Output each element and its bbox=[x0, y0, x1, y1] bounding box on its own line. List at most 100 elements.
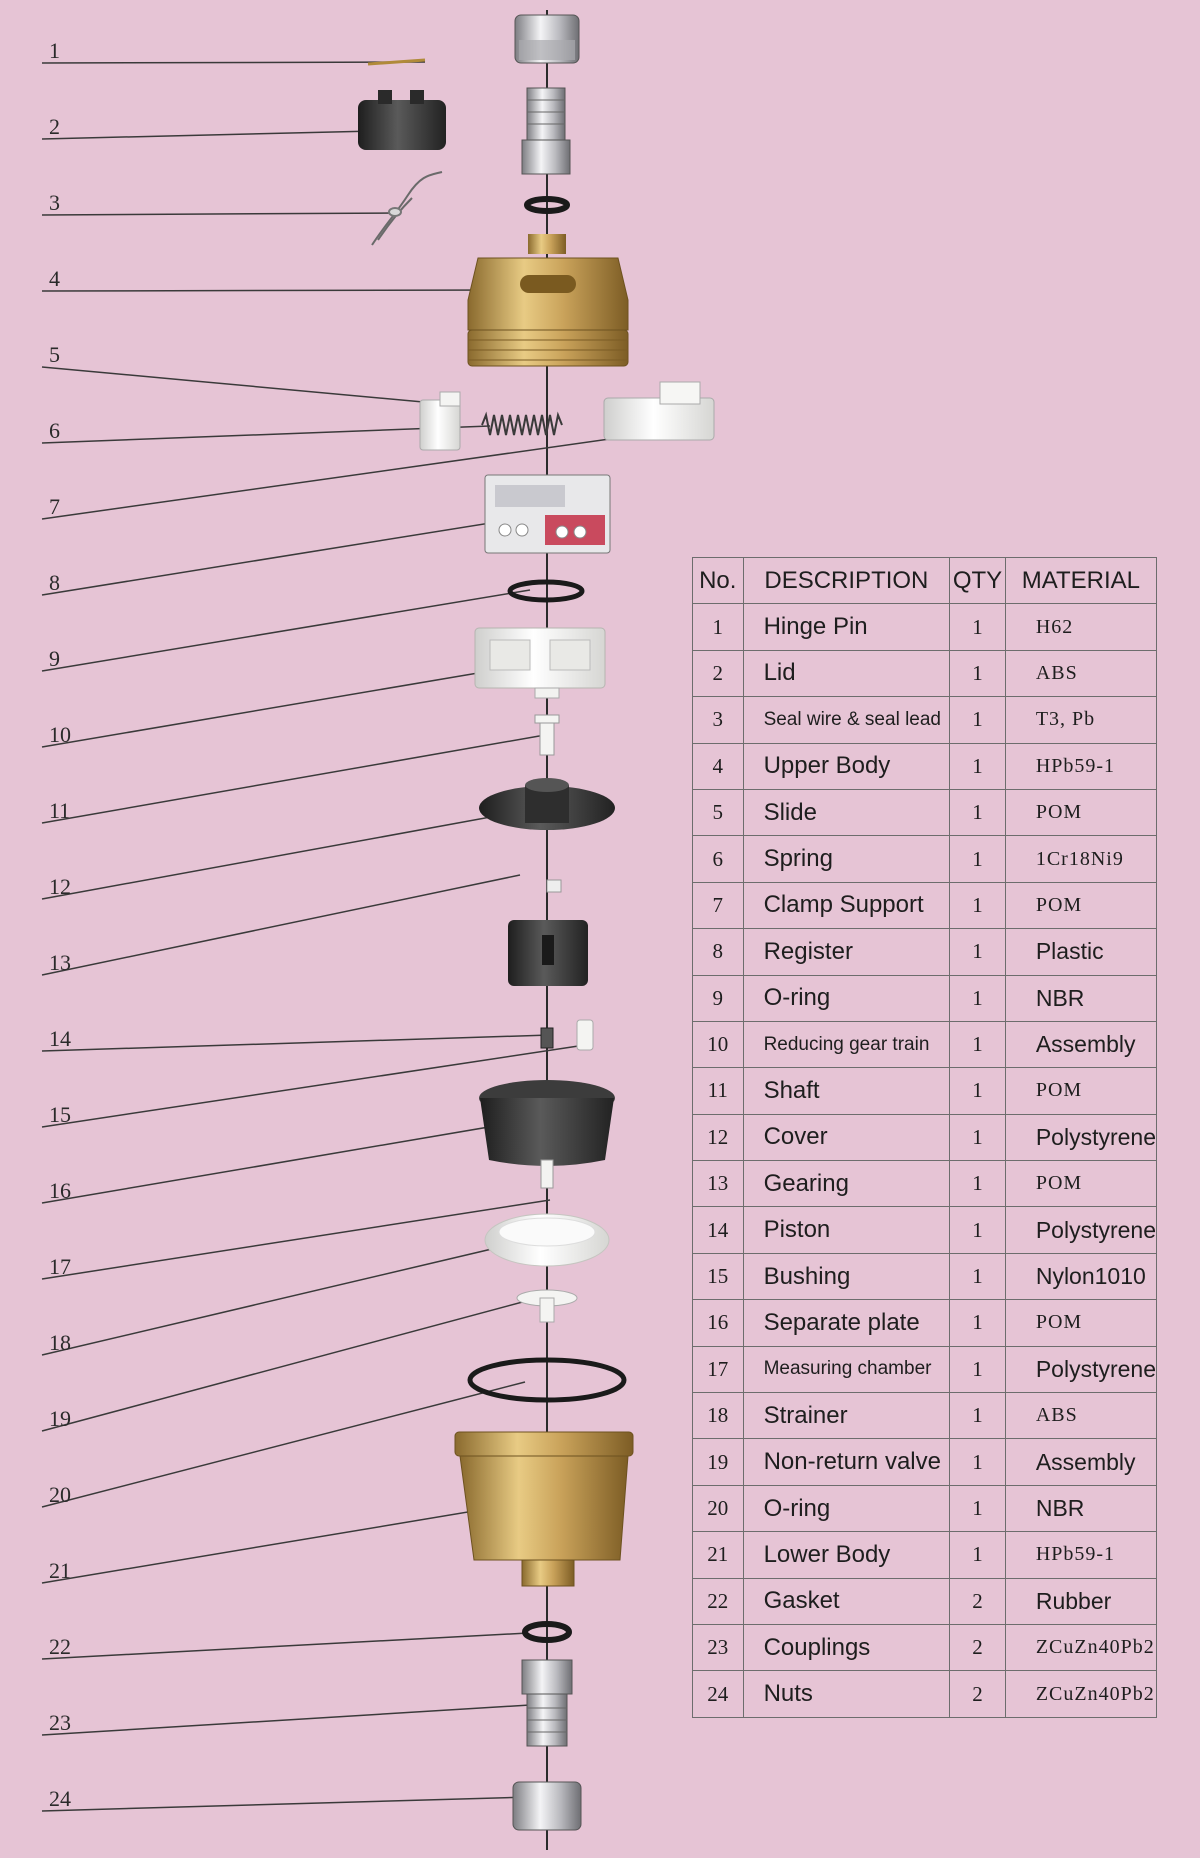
leader-line-19 bbox=[41, 1299, 531, 1432]
row-no: 19 bbox=[692, 1438, 744, 1486]
row-material: ABS bbox=[1004, 649, 1158, 698]
row-material: HPb59-1 bbox=[1004, 742, 1158, 790]
callout-18: 18 bbox=[49, 1330, 71, 1355]
row-material: Plastic bbox=[1004, 928, 1158, 976]
clamp-support-part bbox=[603, 381, 715, 441]
header-qty: QTY bbox=[949, 556, 1006, 605]
strainer-part bbox=[484, 1213, 610, 1267]
row-material: H62 bbox=[1004, 603, 1158, 651]
leader-line-3 bbox=[41, 212, 396, 216]
lower-body-part bbox=[454, 1431, 634, 1587]
leader-line-15 bbox=[41, 1044, 586, 1128]
callout-20: 20 bbox=[49, 1482, 71, 1507]
row-qty: 1 bbox=[949, 1345, 1006, 1394]
row-description: Shaft bbox=[742, 1067, 951, 1115]
header-no: No. bbox=[692, 556, 744, 605]
separate-plate-part bbox=[576, 1019, 594, 1051]
row-material: POM bbox=[1004, 881, 1158, 930]
leader-line-21 bbox=[41, 1504, 511, 1584]
leader-line-9 bbox=[41, 589, 531, 672]
leader-line-4 bbox=[41, 289, 521, 292]
row-description: O-ring bbox=[742, 1484, 951, 1533]
callout-21: 21 bbox=[49, 1558, 71, 1583]
row-material: ABS bbox=[1004, 1392, 1158, 1440]
leader-line-18 bbox=[41, 1239, 531, 1356]
leader-line-8 bbox=[41, 514, 541, 596]
callout-9: 9 bbox=[49, 646, 60, 671]
row-qty: 1 bbox=[949, 1531, 1006, 1579]
row-description: Slide bbox=[742, 788, 951, 837]
row-no: 15 bbox=[692, 1252, 744, 1301]
cover-part bbox=[479, 778, 615, 830]
row-no: 5 bbox=[692, 788, 744, 837]
row-no: 6 bbox=[692, 835, 744, 883]
row-qty: 1 bbox=[949, 1206, 1006, 1254]
leader-line-24 bbox=[41, 1796, 531, 1812]
leader-line-20 bbox=[41, 1381, 526, 1508]
row-description: Gearing bbox=[742, 1160, 951, 1208]
leader-line-2 bbox=[41, 130, 376, 140]
row-qty: 1 bbox=[949, 742, 1006, 790]
row-description: Couplings bbox=[742, 1623, 951, 1672]
callout-3: 3 bbox=[49, 190, 60, 215]
callout-5: 5 bbox=[49, 342, 60, 367]
row-description: Hinge Pin bbox=[742, 603, 951, 651]
row-description: Seal wire & seal lead bbox=[742, 696, 951, 744]
seal-wire-part bbox=[371, 171, 443, 246]
row-qty: 1 bbox=[949, 1067, 1006, 1115]
gearing-part bbox=[546, 879, 562, 893]
register-part bbox=[484, 474, 611, 554]
callout-14: 14 bbox=[49, 1026, 71, 1051]
coupling-23-part bbox=[521, 1659, 573, 1747]
row-material: POM bbox=[1004, 1160, 1158, 1208]
row-no: 17 bbox=[692, 1345, 744, 1394]
lid-part bbox=[358, 90, 446, 150]
row-no: 21 bbox=[692, 1531, 744, 1579]
gear-train-part bbox=[474, 627, 606, 699]
row-qty: 1 bbox=[949, 928, 1006, 976]
top-coupling-part bbox=[521, 87, 571, 175]
row-material: Assembly bbox=[1004, 1438, 1158, 1486]
callout-16: 16 bbox=[49, 1178, 71, 1203]
row-no: 8 bbox=[692, 928, 744, 976]
row-no: 2 bbox=[692, 649, 744, 698]
row-qty: 1 bbox=[949, 1113, 1006, 1162]
callout-6: 6 bbox=[49, 418, 60, 443]
row-description: Piston bbox=[742, 1206, 951, 1254]
measuring-chamber-part bbox=[479, 1080, 615, 1189]
row-description: Cover bbox=[742, 1113, 951, 1162]
row-qty: 2 bbox=[949, 1670, 1006, 1718]
row-no: 16 bbox=[692, 1299, 744, 1347]
row-no: 7 bbox=[692, 881, 744, 930]
row-description: Nuts bbox=[742, 1670, 951, 1718]
row-material: 1Cr18Ni9 bbox=[1004, 835, 1158, 883]
row-no: 1 bbox=[692, 603, 744, 651]
leader-line-23 bbox=[41, 1704, 531, 1736]
row-description: Register bbox=[742, 928, 951, 976]
header-material: MATERIAL bbox=[1004, 556, 1158, 605]
row-no: 14 bbox=[692, 1206, 744, 1254]
upper-body-part bbox=[467, 234, 629, 367]
row-description: Bushing bbox=[742, 1252, 951, 1301]
row-description: Clamp Support bbox=[742, 881, 951, 930]
callout-15: 15 bbox=[49, 1102, 71, 1127]
callout-1: 1 bbox=[49, 38, 60, 63]
leader-line-14 bbox=[41, 1034, 551, 1052]
callout-4: 4 bbox=[49, 266, 60, 291]
row-qty: 1 bbox=[949, 1392, 1006, 1440]
